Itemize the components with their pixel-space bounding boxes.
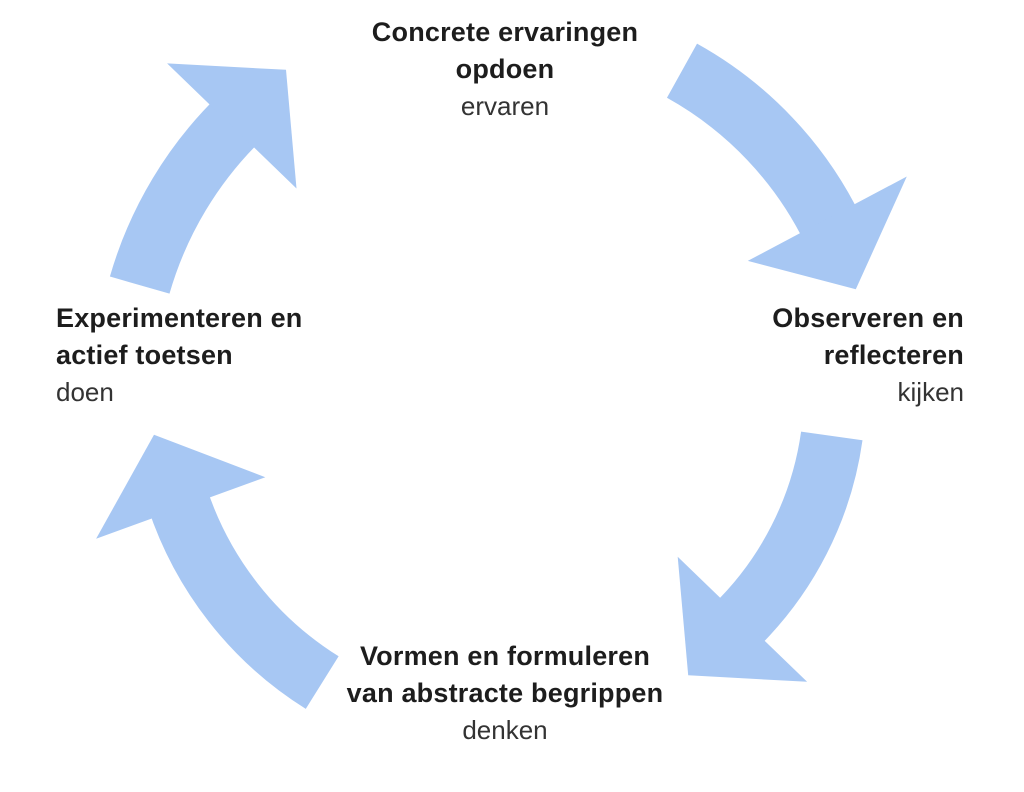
arrow-left-to-top-body bbox=[109, 94, 263, 295]
stage-title-line-2: actief toetsen bbox=[56, 340, 233, 370]
stage-subtitle: doen bbox=[56, 377, 114, 407]
arrow-bottom-to-left bbox=[96, 434, 340, 709]
arrow-top-to-right-body bbox=[666, 43, 861, 245]
stage-form-abstract-concepts: Vormen en formuleren van abstracte begri… bbox=[300, 638, 710, 749]
stage-active-experimentation: Experimenteren en actief toetsen doen bbox=[56, 300, 396, 411]
stage-title-line-2: van abstracte begrippen bbox=[346, 678, 664, 708]
stage-subtitle: kijken bbox=[897, 377, 964, 407]
stage-subtitle: denken bbox=[462, 715, 548, 745]
arrow-left-to-top bbox=[109, 63, 297, 295]
stage-subtitle: ervaren bbox=[460, 91, 550, 121]
arrow-right-to-bottom-head bbox=[677, 556, 808, 682]
arrow-bottom-to-left-body bbox=[147, 486, 340, 709]
arrow-right-to-bottom-body bbox=[712, 431, 863, 650]
stage-title-line-1: Vormen en formuleren bbox=[359, 641, 651, 671]
stage-title-line-1: Experimenteren en bbox=[56, 303, 303, 333]
arrow-right-to-bottom bbox=[677, 431, 863, 682]
arrow-top-to-right bbox=[666, 43, 907, 290]
stage-title-line-2: opdoen bbox=[455, 54, 555, 84]
stage-title-line-1: Concrete ervaringen bbox=[371, 17, 639, 47]
stage-title-line-1: Observeren en bbox=[772, 303, 964, 333]
stage-title-line-2: reflecteren bbox=[823, 340, 964, 370]
arrow-bottom-to-left-head bbox=[96, 434, 266, 539]
stage-observe-reflect: Observeren en reflecteren kijken bbox=[634, 300, 964, 411]
arrow-left-to-top-head bbox=[167, 63, 297, 189]
stage-concrete-experience: Concrete ervaringen opdoen ervaren bbox=[300, 14, 710, 125]
arrow-top-to-right-head bbox=[747, 176, 907, 290]
